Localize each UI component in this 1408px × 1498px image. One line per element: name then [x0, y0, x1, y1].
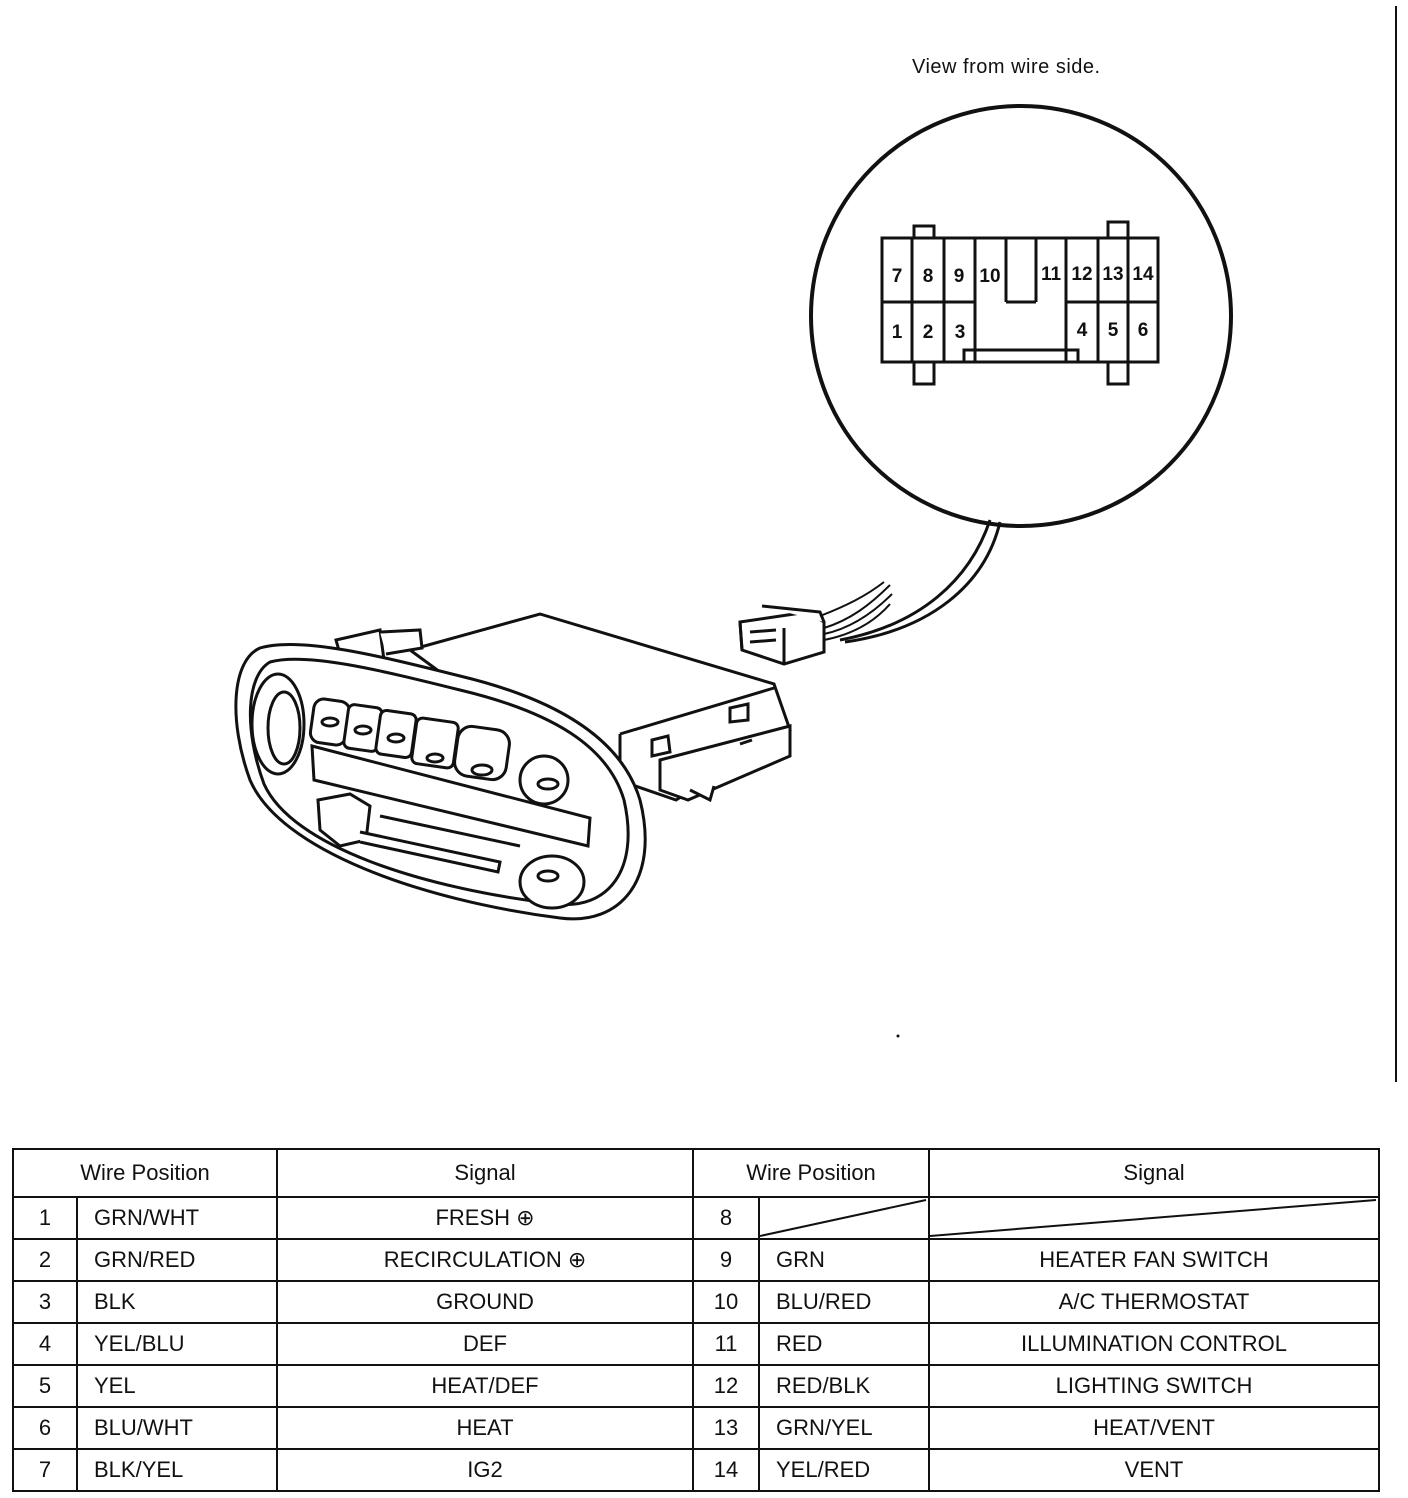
table-row: 2 GRN/RED RECIRCULATION ⊕ 9 GRN HEATER F… — [12, 1238, 1380, 1282]
connector-diagram: 7 8 9 10 11 12 13 14 1 2 3 4 5 6 — [234, 6, 1397, 1082]
pin-label: 5 — [1108, 320, 1119, 341]
connector-face — [880, 220, 1160, 386]
pin-label: 7 — [892, 266, 903, 287]
pin-label: 6 — [1138, 320, 1149, 341]
wire-pos: 13 — [692, 1406, 760, 1450]
wire-signal-empty — [928, 1196, 1380, 1240]
pin-label: 8 — [923, 266, 934, 287]
table-row: 7 BLK/YEL IG2 14 YEL/RED VENT — [12, 1448, 1380, 1492]
wire-position-table: Wire Position Signal Wire Position Signa… — [12, 1148, 1380, 1492]
wire-pos: 10 — [692, 1280, 760, 1324]
pin-label: 2 — [923, 322, 934, 343]
wire-color: BLU/RED — [758, 1280, 930, 1324]
wire-signal: FRESH ⊕ — [276, 1196, 694, 1240]
wire-pos: 6 — [12, 1406, 78, 1450]
stray-dot — [896, 1034, 900, 1038]
pin-label: 14 — [1132, 264, 1154, 285]
wire-pos: 11 — [692, 1322, 760, 1366]
table-header-row: Wire Position Signal Wire Position Signa… — [12, 1148, 1380, 1198]
table-row: 3 BLK GROUND 10 BLU/RED A/C THERMOSTAT — [12, 1280, 1380, 1324]
empty-cell-slash — [930, 1199, 1377, 1237]
wire-signal: VENT — [928, 1448, 1380, 1492]
wire-color: GRN/WHT — [76, 1196, 278, 1240]
detail-leader — [839, 519, 1002, 644]
header-wire-position-right: Wire Position — [692, 1148, 930, 1198]
pin-label: 13 — [1102, 264, 1123, 285]
pin-label: 4 — [1077, 320, 1088, 341]
wire-color: BLK — [76, 1280, 278, 1324]
connector-pin-labels: 7 8 9 10 11 12 13 14 1 2 3 4 5 6 — [892, 264, 1154, 343]
wire-signal: GROUND — [276, 1280, 694, 1324]
wire-signal: HEATER FAN SWITCH — [928, 1238, 1380, 1282]
detail-magnifier-circle — [809, 104, 1233, 528]
wire-pos: 12 — [692, 1364, 760, 1408]
wire-pos: 7 — [12, 1448, 78, 1492]
wire-pos: 9 — [692, 1238, 760, 1282]
header-wire-position-left: Wire Position — [12, 1148, 278, 1198]
table-row: 1 GRN/WHT FRESH ⊕ 8 — [12, 1196, 1380, 1240]
wire-signal: IG2 — [276, 1448, 694, 1492]
table-row: 4 YEL/BLU DEF 11 RED ILLUMINATION CONTRO… — [12, 1322, 1380, 1366]
wire-color: GRN/YEL — [758, 1406, 930, 1450]
wire-signal: HEAT/DEF — [276, 1364, 694, 1408]
pin-label: 1 — [892, 322, 903, 343]
empty-cell-slash — [760, 1199, 927, 1237]
table-row: 5 YEL HEAT/DEF 12 RED/BLK LIGHTING SWITC… — [12, 1364, 1380, 1408]
wire-color: YEL — [76, 1364, 278, 1408]
wire-color: BLU/WHT — [76, 1406, 278, 1450]
table-row: 6 BLU/WHT HEAT 13 GRN/YEL HEAT/VENT — [12, 1406, 1380, 1450]
wire-pos: 1 — [12, 1196, 78, 1240]
wire-signal: A/C THERMOSTAT — [928, 1280, 1380, 1324]
pin-label: 10 — [979, 266, 1000, 287]
wire-color: YEL/RED — [758, 1448, 930, 1492]
wire-color: RED — [758, 1322, 930, 1366]
wire-color: GRN — [758, 1238, 930, 1282]
pin-label: 3 — [955, 322, 966, 343]
wire-color: YEL/BLU — [76, 1322, 278, 1366]
wire-pos: 14 — [692, 1448, 760, 1492]
pin-label: 11 — [1041, 264, 1062, 285]
wire-color: RED/BLK — [758, 1364, 930, 1408]
climate-control-unit — [234, 612, 792, 921]
wire-color: GRN/RED — [76, 1238, 278, 1282]
wire-color-empty — [758, 1196, 930, 1240]
harness-plug — [738, 581, 893, 666]
wire-signal: DEF — [276, 1322, 694, 1366]
wire-color: BLK/YEL — [76, 1448, 278, 1492]
wire-signal: HEAT — [276, 1406, 694, 1450]
wire-signal: LIGHTING SWITCH — [928, 1364, 1380, 1408]
pin-label: 12 — [1071, 264, 1092, 285]
wire-pos: 8 — [692, 1196, 760, 1240]
wire-pos: 2 — [12, 1238, 78, 1282]
wire-signal: RECIRCULATION ⊕ — [276, 1238, 694, 1282]
wire-pos: 4 — [12, 1322, 78, 1366]
wire-pos: 3 — [12, 1280, 78, 1324]
header-signal-right: Signal — [928, 1148, 1380, 1198]
wire-signal: HEAT/VENT — [928, 1406, 1380, 1450]
header-signal-left: Signal — [276, 1148, 694, 1198]
view-caption: View from wire side. — [912, 56, 1101, 78]
wire-signal: ILLUMINATION CONTROL — [928, 1322, 1380, 1366]
wire-pos: 5 — [12, 1364, 78, 1408]
pin-label: 9 — [954, 266, 965, 287]
